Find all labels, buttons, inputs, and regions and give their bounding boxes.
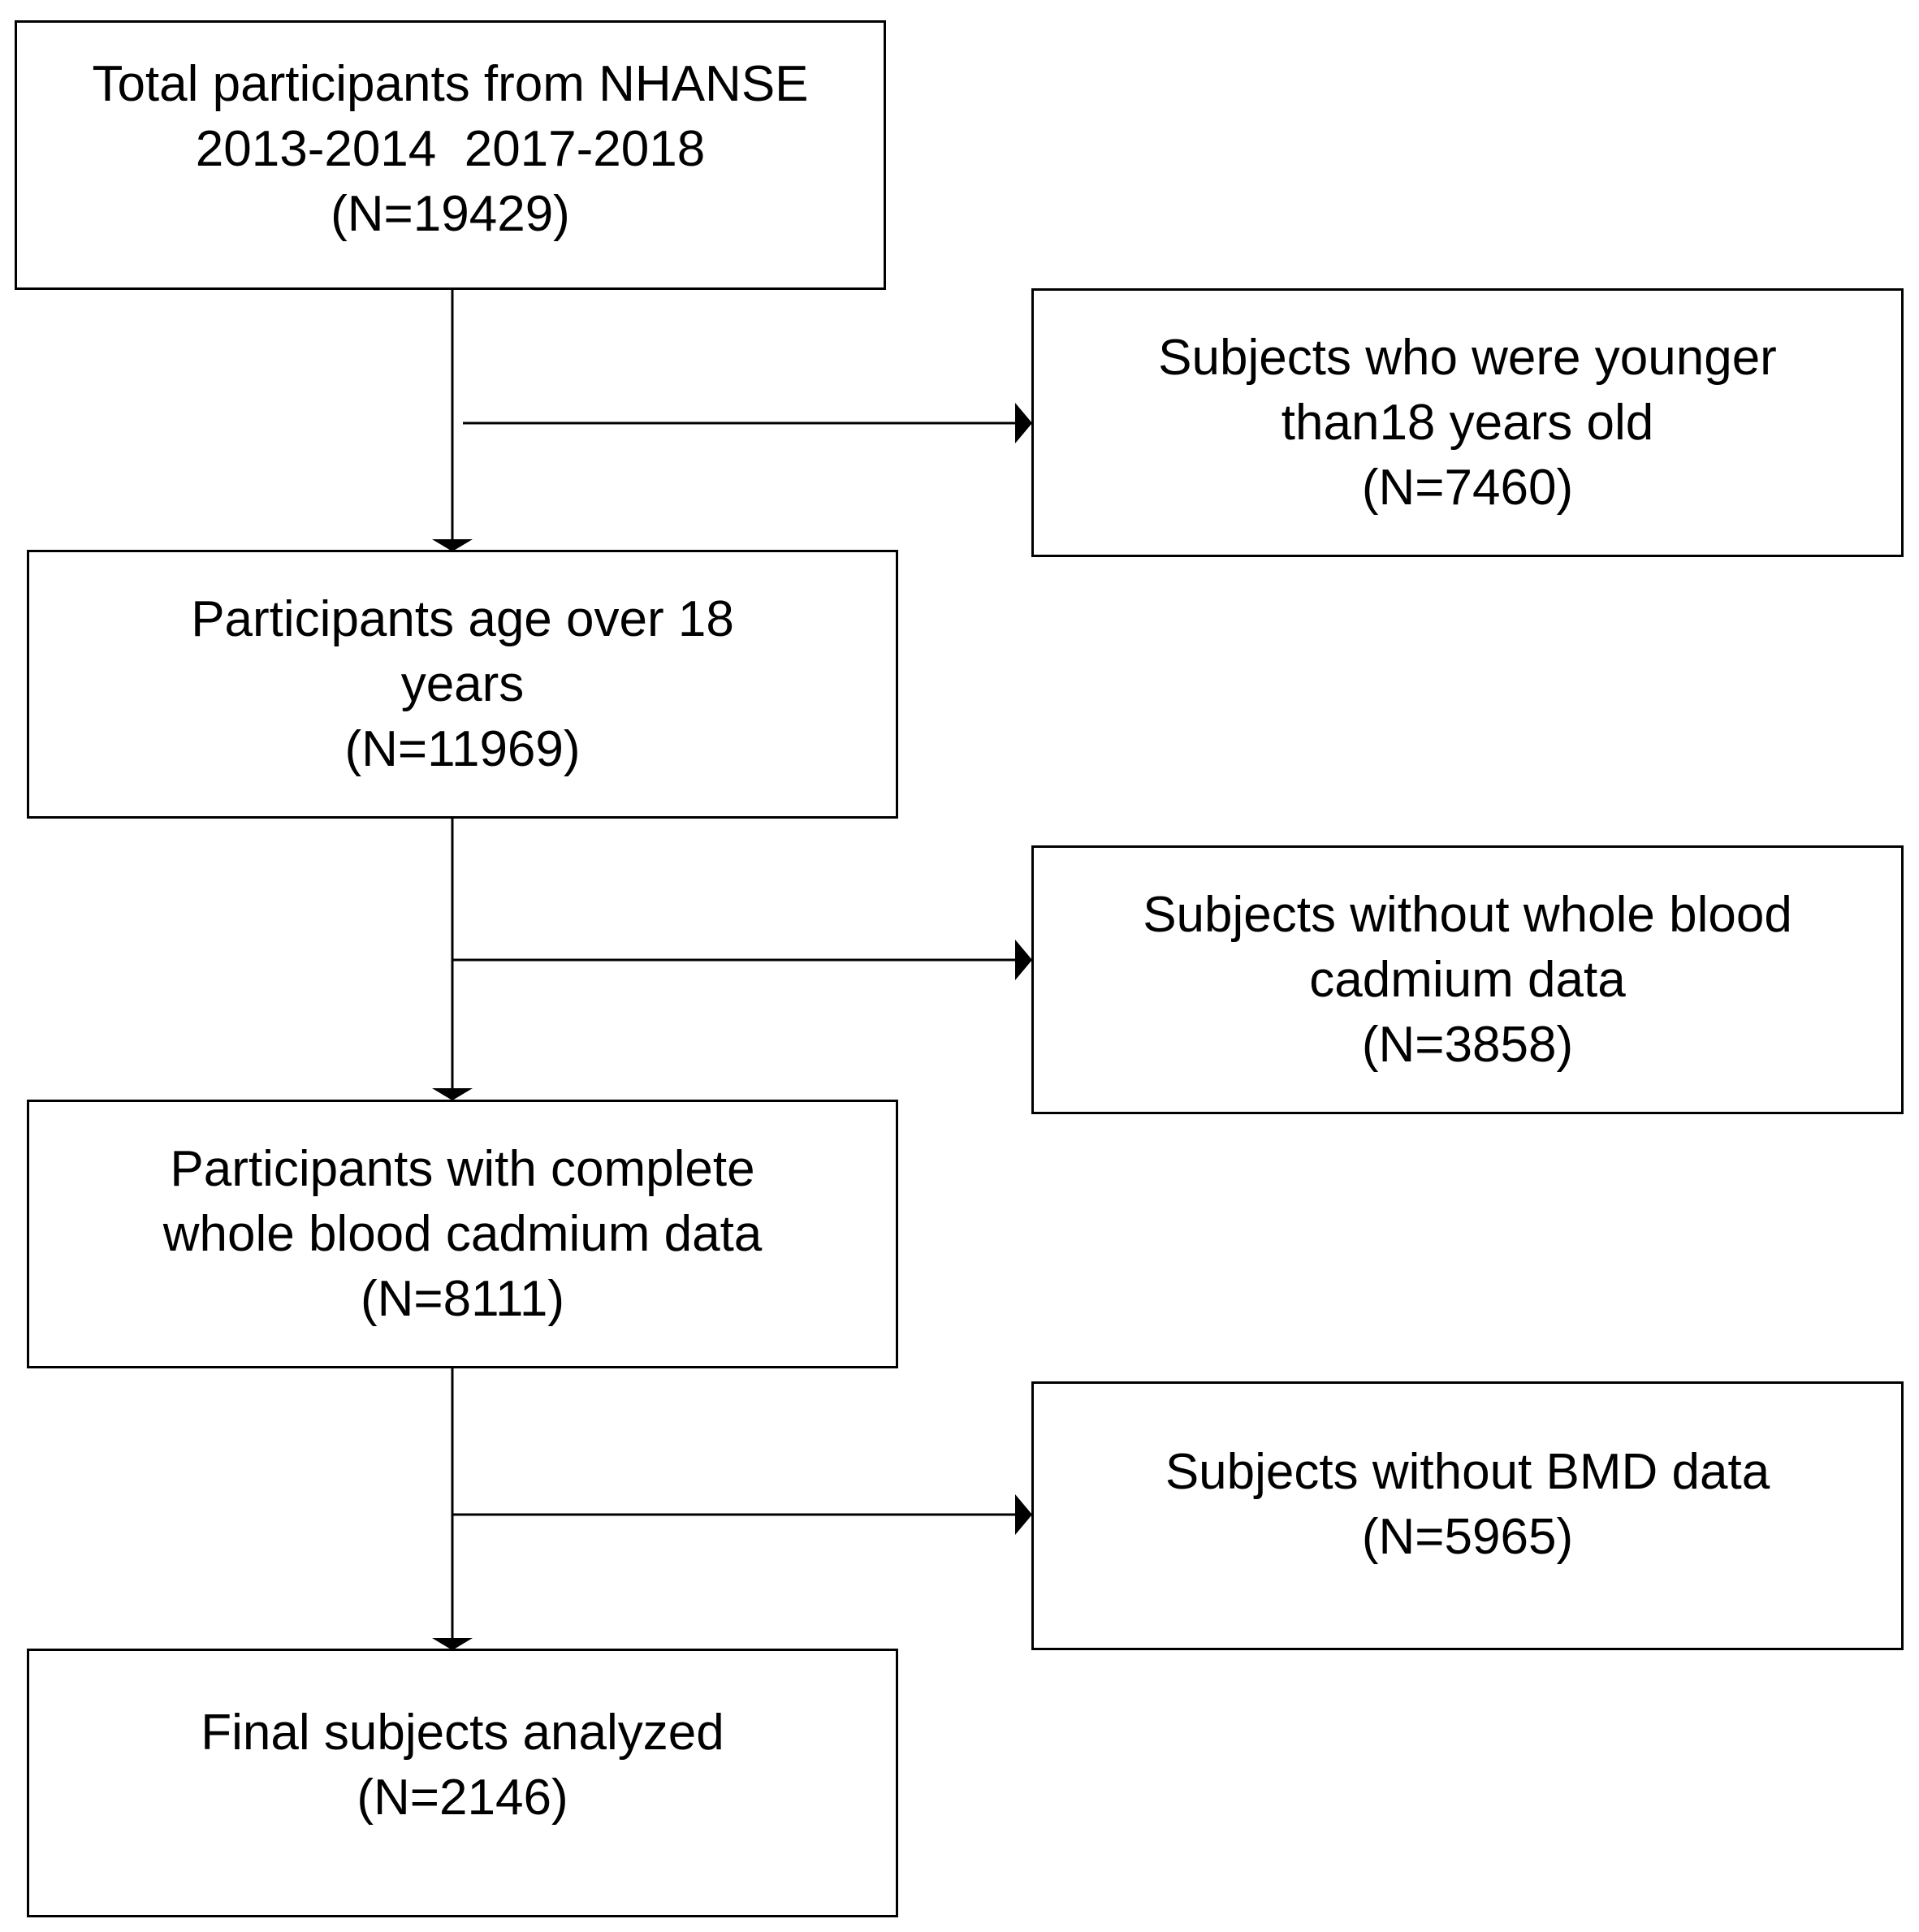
excluded-no-bmd-text: Subjects without BMD data (N=5965): [1165, 1443, 1770, 1565]
arrowhead-right-bmd: [1015, 1494, 1032, 1535]
excluded-no-cadmium-text: Subjects without whole blood cadmium dat…: [1143, 886, 1792, 1073]
arrowhead-down-cadmium: [432, 1088, 473, 1100]
excluded-under-18-box: Subjects who were younger than18 years o…: [1031, 288, 1904, 557]
participants-over-18-box: Participants age over 18 years (N=11969): [27, 550, 898, 819]
total-participants-text: Total participants from NHANSE 2013-2014…: [92, 56, 809, 242]
arrowhead-right-cadmium: [1015, 940, 1032, 980]
final-subjects-box: Final subjects analyzed (N=2146): [27, 1649, 898, 1917]
participants-with-cadmium-box: Participants with complete whole blood c…: [27, 1100, 898, 1368]
excluded-no-bmd-box: Subjects without BMD data (N=5965): [1031, 1381, 1904, 1650]
final-subjects-text: Final subjects analyzed (N=2146): [201, 1704, 724, 1826]
excluded-under-18-text: Subjects who were younger than18 years o…: [1158, 329, 1777, 516]
participants-over-18-text: Participants age over 18 years (N=11969): [191, 590, 734, 777]
arrowhead-down-final: [432, 1638, 473, 1650]
excluded-no-cadmium-box: Subjects without whole blood cadmium dat…: [1031, 845, 1904, 1114]
total-participants-box: Total participants from NHANSE 2013-2014…: [15, 20, 886, 290]
arrowhead-down-age: [432, 539, 473, 551]
participants-with-cadmium-text: Participants with complete whole blood c…: [162, 1140, 763, 1327]
arrowhead-right-age: [1015, 403, 1032, 443]
